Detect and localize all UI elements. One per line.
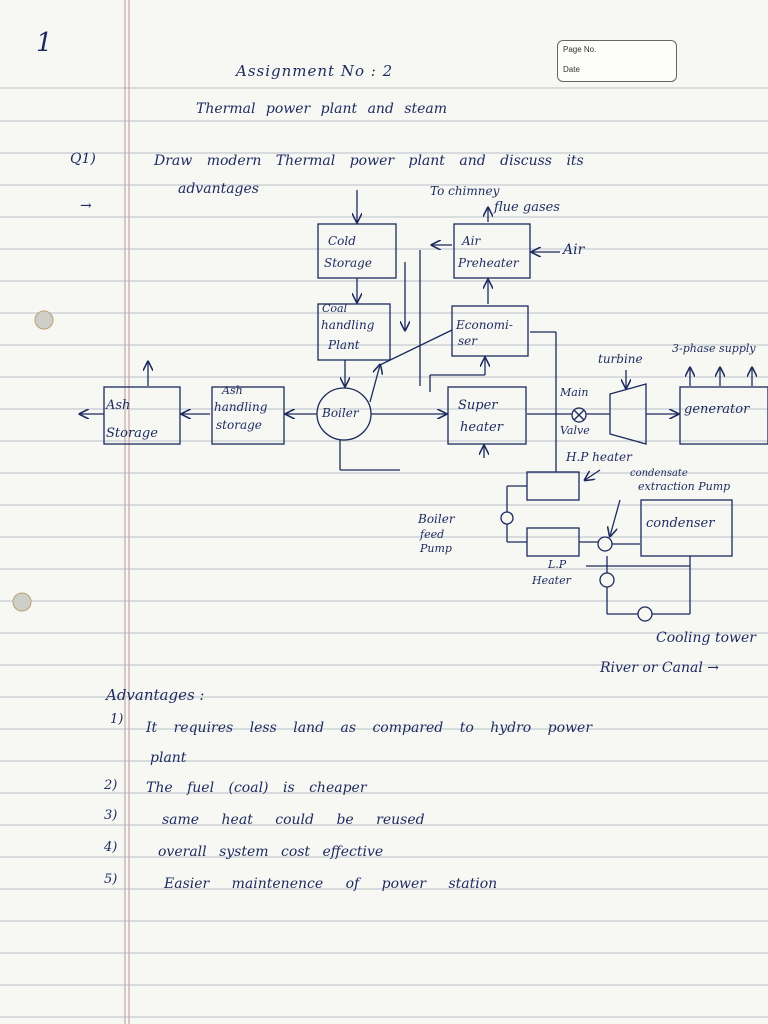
boiler-label: Boiler <box>322 406 359 420</box>
lp-heater-label-1: L.P <box>548 558 567 571</box>
page-date-box: Page No. Date <box>557 40 677 82</box>
condensate-label-2: extraction Pump <box>638 480 731 493</box>
feed-pump-symbol <box>500 511 514 525</box>
advantage-2-text: The fuel (coal) is cheaper <box>146 780 367 796</box>
coal-handling-label-2: handling <box>321 318 375 332</box>
topic-title: Thermal power plant and steam <box>196 101 448 117</box>
main-valve-symbol <box>571 407 587 423</box>
feed-pump-label-1: Boiler <box>418 512 455 526</box>
date-label: Date <box>563 65 580 74</box>
advantages-heading: Advantages : <box>106 686 205 704</box>
main-valve-label-1: Main <box>560 386 589 399</box>
turbine-label: turbine <box>598 352 643 366</box>
turbine-shape <box>609 383 647 445</box>
question-text-line1: Draw modern Thermal power plant and disc… <box>154 153 584 169</box>
ash-storage-label-1: Ash <box>106 398 131 413</box>
condenser-box <box>640 499 733 557</box>
cooling-tower-label: Cooling tower <box>656 630 756 646</box>
question-text-line2: advantages <box>178 181 259 197</box>
coal-handling-label-1: Coal <box>322 302 348 315</box>
question-number: Q1) <box>70 151 96 167</box>
economiser-label-2: ser <box>458 334 477 348</box>
advantage-5-num: 5) <box>104 872 118 887</box>
economiser-box <box>451 305 529 357</box>
advantage-4-num: 4) <box>104 840 118 855</box>
feed-pump-label-2: feed <box>420 528 445 541</box>
supply-label: 3-phase supply <box>672 342 756 355</box>
air-preheater-label-2: Preheater <box>458 256 519 270</box>
assignment-title: Assignment No : 2 <box>236 62 394 80</box>
generator-label: generator <box>684 402 750 417</box>
cold-storage-label-1: Cold <box>328 234 356 248</box>
coal-handling-label-3: Plant <box>328 338 360 352</box>
advantage-2-num: 2) <box>104 778 118 793</box>
advantage-1-num: 1) <box>110 712 124 727</box>
page-no-label: Page No. <box>563 45 597 54</box>
page-mark: 1 <box>36 28 53 58</box>
ash-storage-box <box>103 386 181 445</box>
air-preheater-label-1: Air <box>462 234 481 248</box>
air-preheater-box <box>453 223 531 279</box>
super-heater-box <box>447 386 527 445</box>
advantage-1-text-cont: plant <box>150 750 187 766</box>
advantage-4-text: overall system cost effective <box>158 844 384 860</box>
super-heater-label-2: heater <box>460 420 503 435</box>
lp-heater-box <box>526 527 580 557</box>
binder-hole <box>12 592 32 612</box>
ash-handling-label-2: handling <box>214 400 268 414</box>
hp-heater-box <box>526 471 580 501</box>
lp-heater-label-2: Heater <box>532 574 571 587</box>
ash-storage-label-2: Storage <box>106 426 158 441</box>
ash-handling-label-3: storage <box>216 418 262 432</box>
advantage-3-num: 3) <box>104 808 118 823</box>
hp-heater-label: H.P heater <box>566 450 632 464</box>
binder-hole <box>34 310 54 330</box>
super-heater-label-1: Super <box>458 398 498 413</box>
cold-storage-label-2: Storage <box>324 256 372 270</box>
ash-handling-label-1: Ash <box>222 384 243 397</box>
extraction-pump-symbol <box>597 536 613 552</box>
cooling-pump-symbol <box>637 606 653 622</box>
air-label: Air <box>563 242 585 258</box>
advantage-5-text: Easier maintenence of power station <box>164 876 498 892</box>
feed-pump-label-3: Pump <box>420 542 452 555</box>
advantage-3-text: same heat could be reused <box>162 812 425 828</box>
condensate-label-1: condensate <box>630 468 688 479</box>
coal-handling-box <box>317 303 391 361</box>
to-chimney-label: To chimney <box>430 184 500 198</box>
river-label: River or Canal → <box>600 660 720 676</box>
economiser-label-1: Economi- <box>456 318 513 332</box>
advantage-1-text: It requires less land as compared to hyd… <box>146 720 593 736</box>
ash-handling-box <box>211 386 285 445</box>
flue-gases-label: flue gases <box>494 200 560 215</box>
generator-box <box>679 386 768 445</box>
condenser-label: condenser <box>646 516 715 531</box>
main-valve-label-2: Valve <box>560 424 590 437</box>
lp-pump-symbol <box>599 572 615 588</box>
answer-arrow: → <box>80 198 92 214</box>
